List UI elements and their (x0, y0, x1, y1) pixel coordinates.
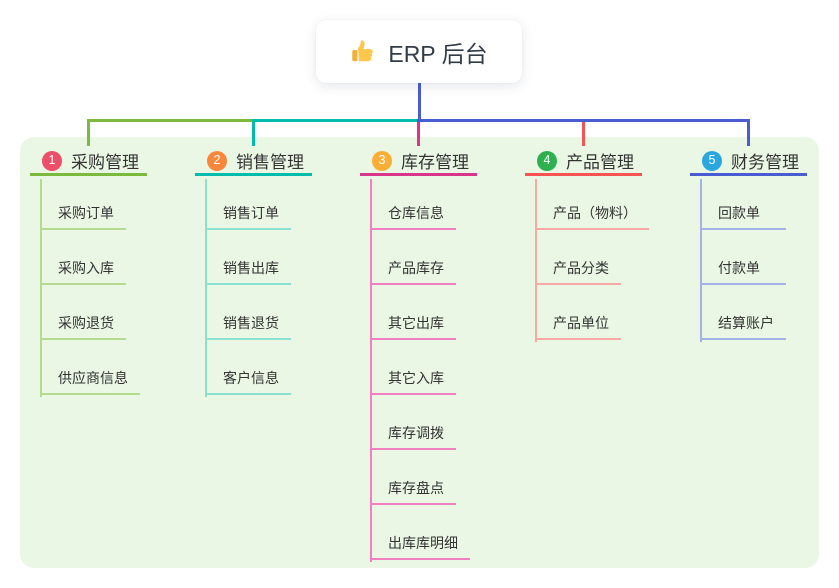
branch-group-purchase: 1 采购管理 采购订单 采购入库 采购退货 供应商信息 (30, 148, 190, 397)
connector-h-right (417, 119, 750, 122)
connector-drop-finance (747, 119, 750, 146)
child-node[interactable]: 供应商信息 (40, 361, 140, 395)
branch-title: 销售管理 (236, 153, 304, 172)
connector-drop-product (582, 119, 585, 146)
branch-spine-line (535, 179, 537, 342)
connector-h-left (87, 119, 252, 122)
child-node[interactable]: 产品分类 (535, 251, 621, 285)
child-node[interactable]: 付款单 (700, 251, 786, 285)
branch-title: 库存管理 (401, 153, 469, 172)
child-node[interactable]: 销售退货 (205, 306, 291, 340)
connector-drop-sales (252, 119, 255, 146)
branch-spine-line (205, 179, 207, 397)
connector-root-drop (418, 83, 421, 120)
child-node[interactable]: 出库库明细 (370, 526, 470, 560)
branch-title: 采购管理 (71, 153, 139, 172)
branch-number-badge: 3 (372, 150, 392, 171)
child-node[interactable]: 产品库存 (370, 251, 456, 285)
connector-h-mid (252, 119, 419, 122)
child-node[interactable]: 库存调拨 (370, 416, 456, 450)
branch-spine-line (700, 179, 702, 342)
child-node[interactable]: 仓库信息 (370, 196, 456, 230)
branches-panel (20, 137, 819, 568)
branch-node-finance[interactable]: 5 财务管理 (690, 148, 807, 176)
child-node[interactable]: 回款单 (700, 196, 786, 230)
branch-node-sales[interactable]: 2 销售管理 (195, 148, 312, 176)
child-node[interactable]: 销售出库 (205, 251, 291, 285)
thumbs-up-icon (352, 40, 374, 62)
child-node[interactable]: 其它出库 (370, 306, 456, 340)
branch-group-inventory: 3 库存管理 仓库信息 产品库存 其它出库 其它入库 库存调拨 库存盘点 出库库… (360, 148, 520, 562)
child-node[interactable]: 客户信息 (205, 361, 291, 395)
child-node[interactable]: 采购退货 (40, 306, 126, 340)
root-node[interactable]: ERP 后台 (316, 20, 522, 83)
branch-number-badge: 4 (537, 150, 557, 171)
branch-number-badge: 1 (42, 150, 62, 171)
child-node[interactable]: 结算账户 (700, 306, 786, 340)
child-node[interactable]: 销售订单 (205, 196, 291, 230)
child-node[interactable]: 采购订单 (40, 196, 126, 230)
child-node[interactable]: 其它入库 (370, 361, 456, 395)
child-node[interactable]: 产品（物料） (535, 196, 649, 230)
branch-node-product[interactable]: 4 产品管理 (525, 148, 642, 176)
branch-group-finance: 5 财务管理 回款单 付款单 结算账户 (690, 148, 839, 342)
branch-node-inventory[interactable]: 3 库存管理 (360, 148, 477, 176)
child-node[interactable]: 库存盘点 (370, 471, 456, 505)
branch-spine-line (40, 179, 42, 397)
branch-title: 财务管理 (731, 153, 799, 172)
child-node[interactable]: 产品单位 (535, 306, 621, 340)
branch-number-badge: 5 (702, 150, 722, 171)
branch-group-sales: 2 销售管理 销售订单 销售出库 销售退货 客户信息 (195, 148, 355, 397)
branch-node-purchase[interactable]: 1 采购管理 (30, 148, 147, 176)
branch-title: 产品管理 (566, 153, 634, 172)
branch-group-product: 4 产品管理 产品（物料） 产品分类 产品单位 (525, 148, 685, 342)
connector-drop-purchase (87, 119, 90, 146)
root-title: ERP 后台 (388, 40, 488, 67)
connector-drop-inventory (417, 121, 420, 146)
branch-number-badge: 2 (207, 150, 227, 171)
child-node[interactable]: 采购入库 (40, 251, 126, 285)
branch-spine-line (370, 179, 372, 562)
